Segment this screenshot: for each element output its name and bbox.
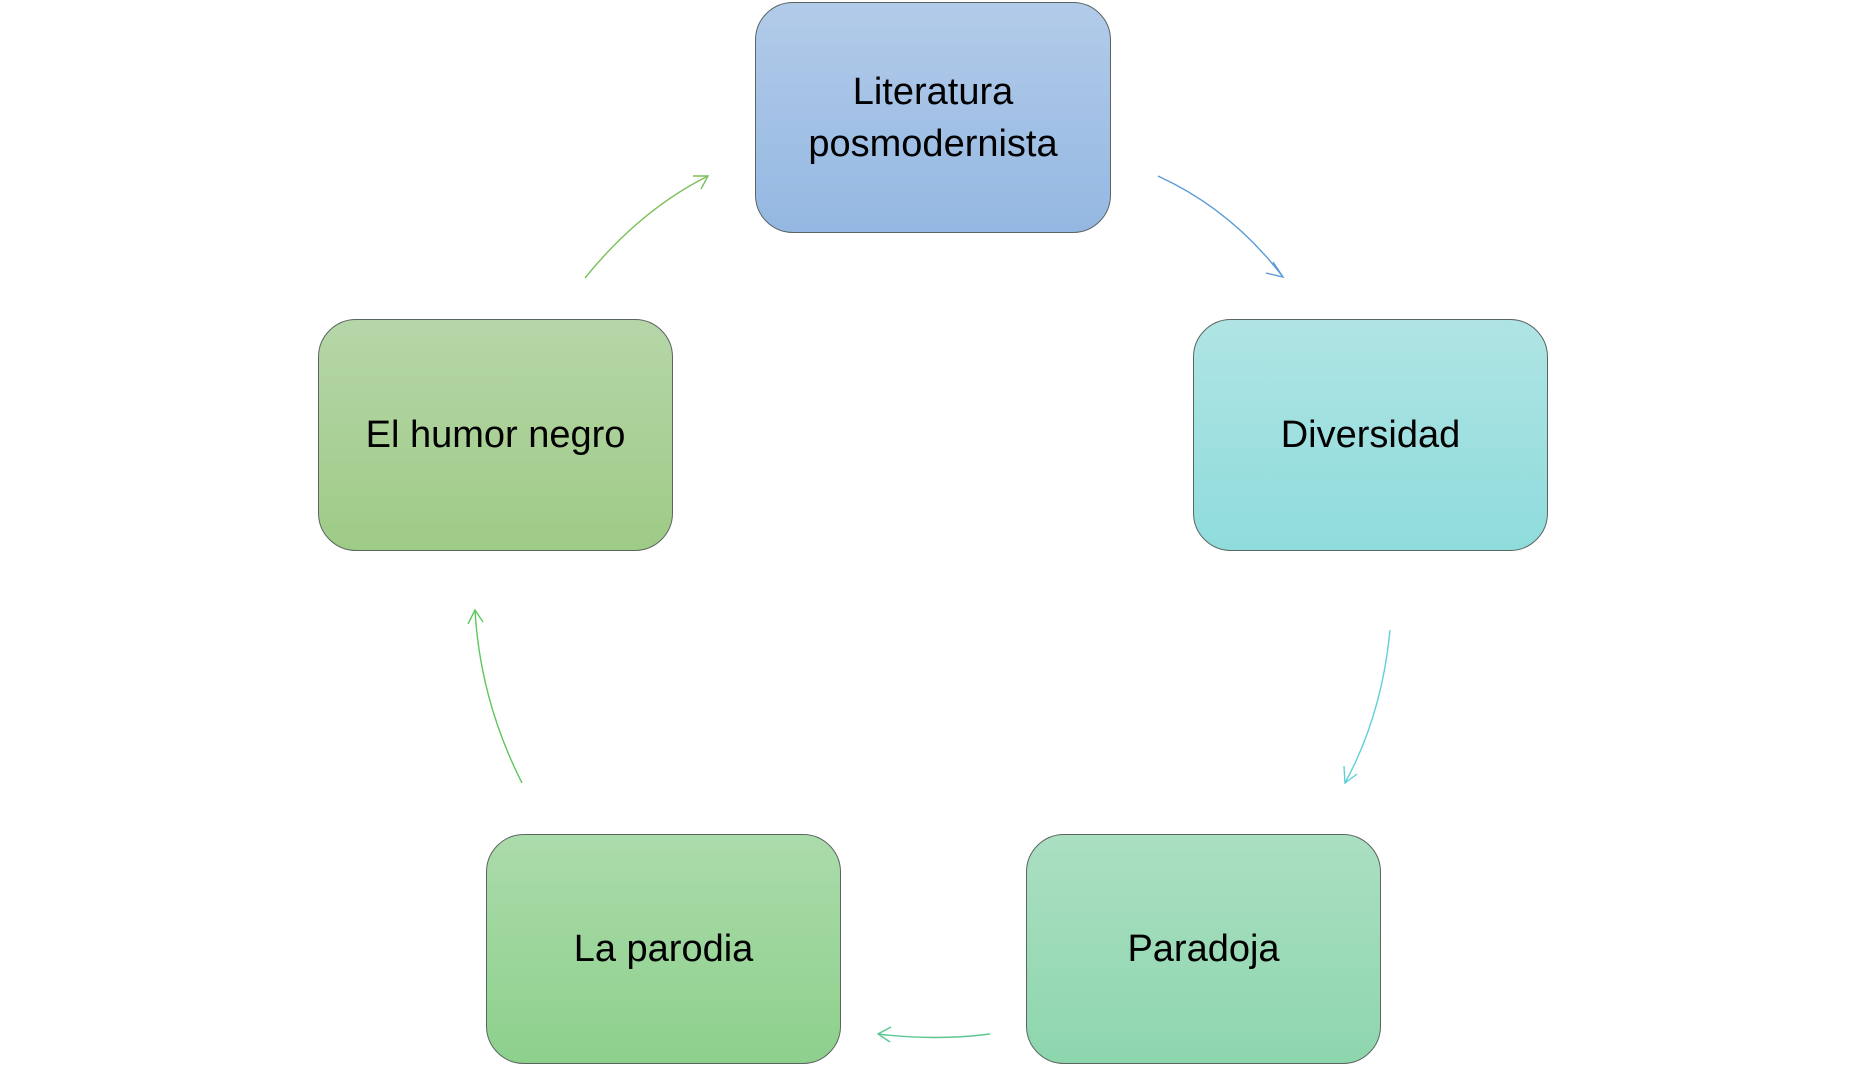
edge-line	[584, 175, 709, 279]
edge-line	[1344, 629, 1391, 784]
node-el-humor-negro: El humor negro	[318, 319, 673, 551]
arrowhead-icon	[1265, 261, 1285, 279]
edge-literatura-to-diversidad	[1157, 175, 1285, 279]
edge-line	[1157, 175, 1284, 278]
node-label: Paradoja	[1127, 928, 1280, 970]
arrowhead-icon	[693, 175, 710, 190]
arrowhead-icon	[876, 1026, 892, 1043]
node-label: La parodia	[573, 928, 754, 970]
edge-line	[877, 1033, 991, 1039]
edge-line	[474, 609, 523, 784]
edge-diversidad-to-paradoja	[1343, 629, 1391, 785]
node-la-parodia: La parodia	[486, 834, 841, 1064]
node-label: Diversidad	[1280, 414, 1461, 456]
node-label: Literatura posmodernista	[808, 70, 1058, 165]
arrowhead-icon	[467, 608, 484, 625]
node-literatura-posmodernista: Literatura posmodernista	[755, 2, 1111, 233]
node-paradoja: Paradoja	[1026, 834, 1381, 1064]
node-label: El humor negro	[365, 414, 626, 456]
node-diversidad: Diversidad	[1193, 319, 1548, 551]
edge-paradoja-to-parodia	[876, 1026, 991, 1043]
arrowhead-icon	[1343, 765, 1358, 785]
edge-humor-to-literatura	[584, 175, 710, 279]
edge-parodia-to-humor	[467, 608, 523, 784]
